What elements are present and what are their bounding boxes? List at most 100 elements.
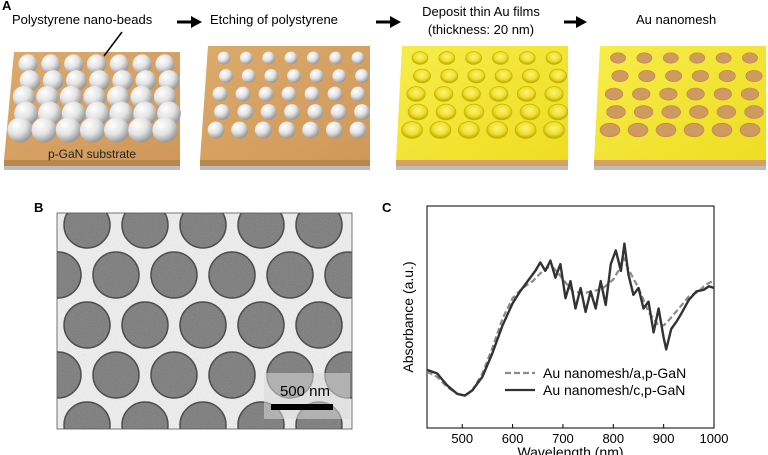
bead	[231, 121, 249, 139]
bead	[332, 69, 347, 83]
hole	[689, 52, 706, 64]
x-tick-label: 800	[602, 431, 624, 446]
dimple	[491, 103, 513, 121]
dimple	[457, 121, 480, 139]
bead	[219, 69, 233, 83]
sem-border	[56, 212, 353, 430]
dimple	[549, 68, 567, 84]
hole	[689, 105, 709, 119]
arrow-right-icon	[564, 16, 587, 28]
step-1-caption: Polystyrene nano-beads	[12, 12, 153, 27]
dimple	[463, 103, 485, 121]
dimple	[413, 68, 431, 84]
bead	[307, 104, 324, 120]
polystyrene-beads	[7, 54, 181, 143]
y-axis-label: Absorbance (a.u.)	[400, 261, 416, 372]
dimple	[407, 103, 429, 121]
dimple	[411, 51, 429, 65]
bead	[241, 69, 256, 83]
scale-bar	[271, 404, 333, 410]
bead	[287, 69, 301, 83]
hole	[638, 70, 656, 82]
bead	[158, 70, 180, 91]
bead	[212, 86, 228, 102]
bead	[264, 69, 279, 83]
bead	[306, 51, 320, 65]
bead	[325, 121, 343, 139]
x-axis-label: Wavelength (nm)	[517, 444, 623, 455]
nanomesh-holes	[599, 52, 764, 138]
step-3-caption-line2: (thickness: 20 nm)	[428, 22, 534, 37]
dimple	[547, 103, 569, 121]
bead	[155, 54, 175, 74]
bead	[304, 86, 320, 102]
dimple	[461, 86, 481, 102]
hole	[662, 52, 679, 64]
bead	[41, 54, 61, 74]
sem-image	[57, 213, 352, 429]
bead	[31, 117, 57, 143]
dimple	[429, 121, 452, 139]
etched-beads	[207, 51, 370, 139]
bead	[79, 117, 106, 143]
panel-b-label: B	[34, 200, 43, 215]
dimple	[435, 103, 457, 121]
scale-bar-bg	[264, 373, 350, 419]
dimple	[489, 86, 509, 102]
bead	[237, 104, 254, 120]
hole	[659, 87, 678, 101]
hole	[655, 122, 677, 138]
bead	[207, 121, 225, 139]
bead	[152, 117, 178, 143]
bead	[42, 70, 64, 91]
dimple	[465, 51, 482, 65]
hole	[742, 52, 758, 64]
bead	[109, 54, 129, 74]
hole	[739, 122, 761, 138]
au-film-dimples	[401, 51, 569, 139]
bead	[329, 51, 343, 65]
hole	[744, 105, 764, 119]
dimple	[543, 121, 565, 139]
panel-a-label: A	[2, 0, 12, 13]
bead	[284, 104, 300, 120]
bead	[55, 117, 81, 143]
hole	[718, 70, 736, 82]
bead	[258, 86, 274, 102]
dimple	[438, 51, 456, 65]
bead	[86, 54, 107, 74]
bead	[281, 86, 297, 102]
bead	[65, 70, 87, 91]
dimple	[440, 68, 459, 84]
hole	[661, 105, 681, 119]
bead	[135, 70, 157, 91]
dimple	[518, 51, 536, 65]
bead	[104, 117, 130, 143]
step-3-caption-line1: Deposit thin Au films	[422, 4, 540, 19]
dimple	[519, 103, 541, 121]
hole	[632, 87, 651, 101]
x-tick-label: 600	[502, 431, 524, 446]
x-tick-label: 500	[451, 431, 473, 446]
bead	[278, 121, 296, 139]
hole	[665, 70, 683, 82]
bead	[7, 117, 33, 143]
substrate-label: p-GaN substrate	[48, 147, 136, 161]
hole	[716, 105, 737, 119]
hole	[715, 52, 732, 64]
step-4-diagram	[594, 46, 766, 170]
step-2-diagram	[200, 46, 370, 170]
bead	[217, 51, 231, 65]
hole	[686, 87, 705, 101]
legend-label: Au nanomesh/c,p-GaN	[543, 382, 685, 398]
bead	[349, 121, 367, 139]
dimple	[406, 86, 426, 102]
bead	[132, 54, 152, 74]
bead	[239, 51, 253, 65]
x-tick-label: 700	[552, 431, 574, 446]
dimple	[401, 121, 423, 139]
hole	[691, 70, 709, 82]
x-tick-label: 900	[653, 431, 675, 446]
